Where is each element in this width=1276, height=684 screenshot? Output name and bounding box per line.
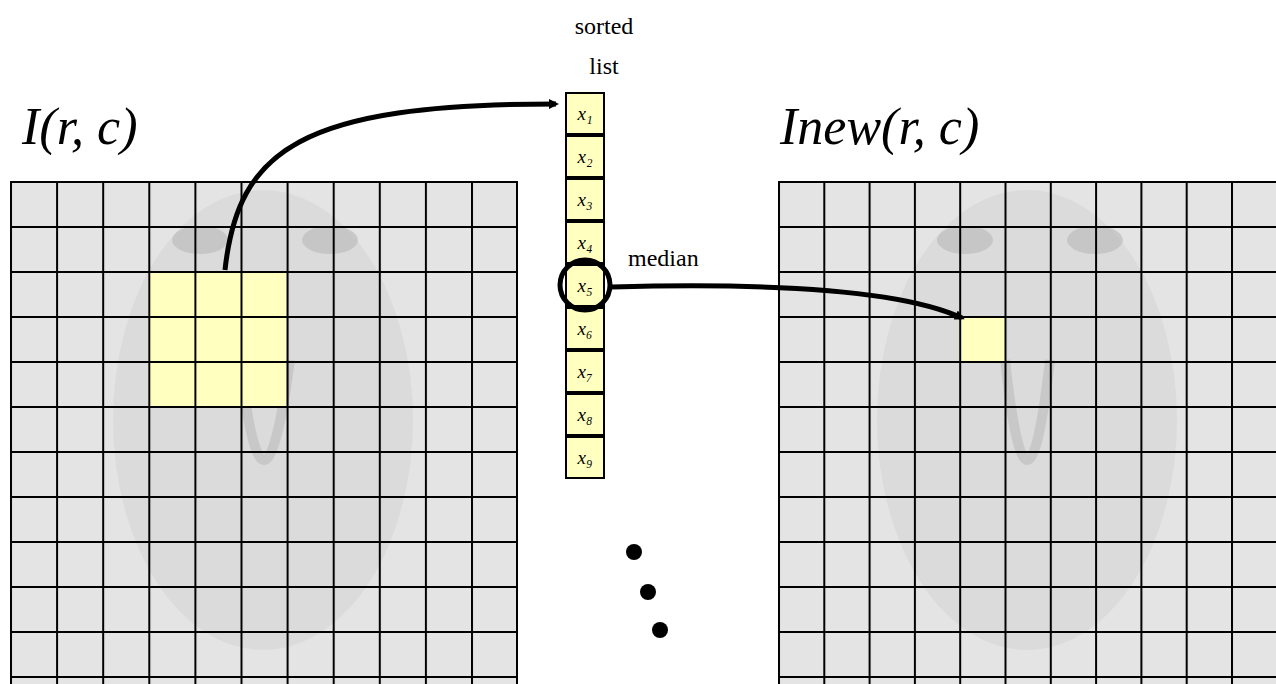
list-value: x₆ xyxy=(577,318,592,340)
output-image xyxy=(778,181,1276,684)
median-circle xyxy=(560,260,610,310)
gather-arrow xyxy=(225,104,556,270)
list-cell: x₆ xyxy=(565,307,605,350)
list-value: x₇ xyxy=(577,361,592,383)
sorted-list: sorted list x₁ x₂ x₃ x₄ x₅ x₆ x₇ x₈ x₉ xyxy=(540,6,670,486)
input-image xyxy=(10,181,517,684)
list-heading: sorted list xyxy=(568,6,640,86)
list-cell: x₁ xyxy=(565,92,605,135)
list-cell: x₂ xyxy=(565,135,605,178)
list-value: x₁ xyxy=(577,103,592,125)
list-value: x₈ xyxy=(577,404,592,426)
median-arrow xyxy=(612,286,962,318)
ellipsis-dots xyxy=(626,544,668,638)
list-value: x₂ xyxy=(577,146,592,168)
list-value: x₃ xyxy=(577,189,592,211)
list-cell: x₇ xyxy=(565,350,605,393)
list-cell: x₈ xyxy=(565,393,605,436)
list-cell: x₉ xyxy=(565,436,605,479)
list-value: x₉ xyxy=(577,447,592,469)
median-label: median xyxy=(628,244,699,273)
list-cell: x₃ xyxy=(565,178,605,221)
list-cell: x₅ xyxy=(565,264,605,307)
list-value: x₄ xyxy=(577,232,592,254)
list-cell: x₄ xyxy=(565,221,605,264)
image-label: I(r, c) xyxy=(22,96,138,158)
image-label: Inew(r, c) xyxy=(780,96,979,158)
list-value: x₅ xyxy=(577,275,592,297)
